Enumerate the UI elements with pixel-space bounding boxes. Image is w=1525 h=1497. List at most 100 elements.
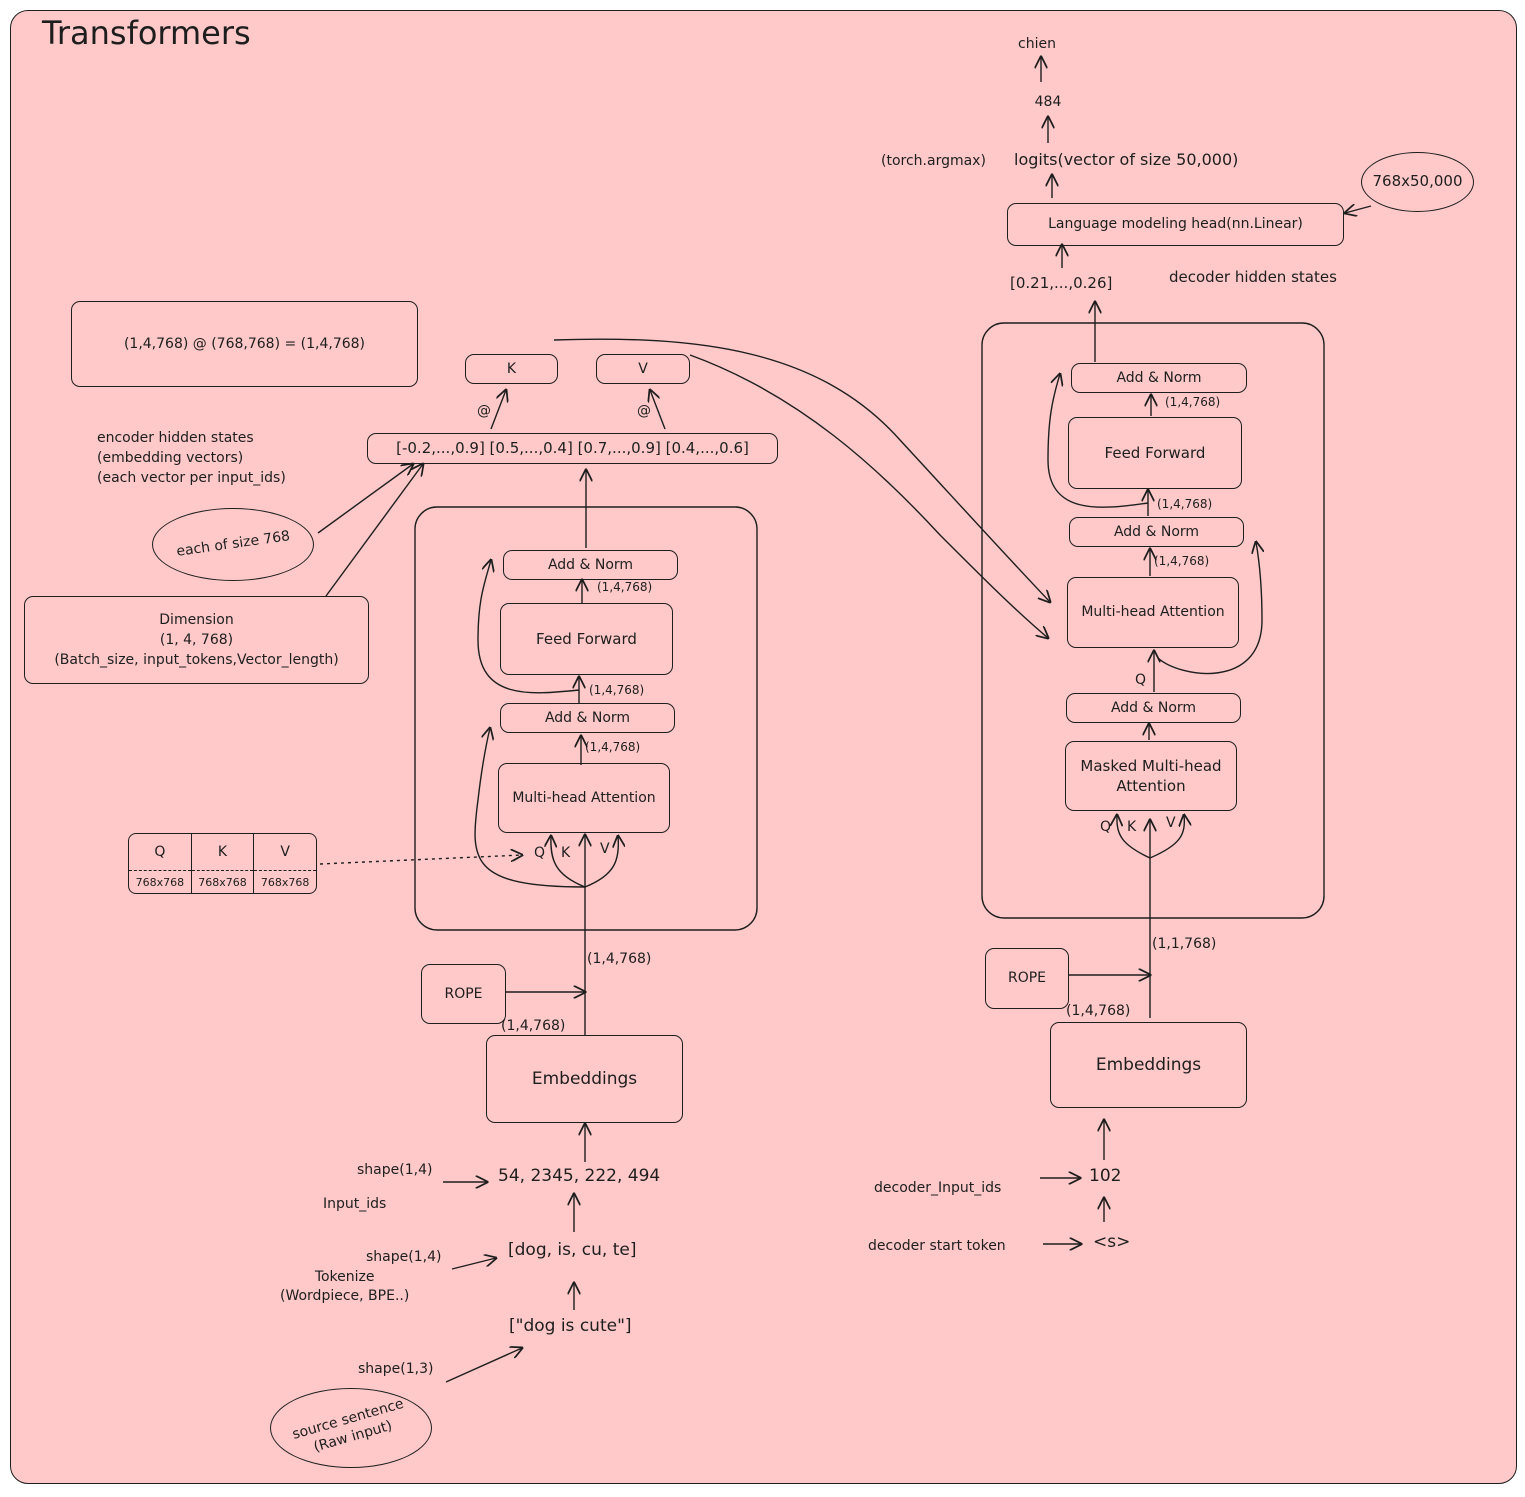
diagram-canvas [10,10,1517,1484]
encoder-q-label: Q [534,845,546,861]
decoder-add-norm-mid: Add & Norm [1069,517,1244,547]
encoder-feed-forward: Feed Forward [500,603,673,675]
matmul-v-symbol: @ [637,403,651,419]
decoder-shape-emb-out: (1,4,768) [1066,1003,1131,1019]
weights-header-v: V [254,834,317,871]
decoder-add-norm-top: Add & Norm [1071,363,1247,393]
arrow-tokens-shape [451,1258,496,1270]
key-box: K [465,354,558,384]
decoder-input-ids-label: decoder_Input_ids [874,1180,1002,1196]
encoder-shape-ff-in: (1,4,768) [589,683,645,697]
qkv-weights-table: Q 768x768 K 768x768 V 768x768 [128,833,317,894]
source-note: source sentence (Raw input) [270,1388,432,1468]
decoder-hidden-states-label: decoder hidden states [1169,268,1337,286]
decoder-shape-stack-in: (1,1,768) [1152,936,1217,952]
decoder-hidden-vector: [0.21,...,0.26] [1010,274,1113,292]
dimension-note-line-3: (Batch_size, input_tokens,Vector_length) [54,652,339,668]
dimension-note: Dimension (1, 4, 768) (Batch_size, input… [24,596,369,684]
output-word: chien [1018,36,1056,52]
value-box: V [596,354,690,384]
encoder-multi-head-attention: Multi-head Attention [498,763,670,833]
arrow-dimension-note [325,464,423,597]
weights-header-q: Q [129,834,191,871]
hidden-states-note: encoder hidden states (embedding vectors… [97,428,286,488]
encoder-v-label: V [600,841,610,857]
weights-value-v: 768x768 [260,875,310,889]
decoder-shape-mha-out: (1,4,768) [1154,554,1210,568]
weights-value-q: 768x768 [135,875,185,889]
decoder-cross-q-label: Q [1135,672,1147,688]
encoder-add-norm-bottom: Add & Norm [500,703,675,733]
tokenize-label-line-2: (Wordpiece, BPE..) [280,1288,410,1304]
weights-cell-k: K 768x768 [191,834,255,893]
decoder-rope: ROPE [985,948,1069,1009]
decoder-feed-forward: Feed Forward [1068,417,1242,489]
language-modeling-head: Language modeling head(nn.Linear) [1007,203,1344,246]
output-token-id: 484 [1034,94,1062,110]
encoder-shape-mha-out: (1,4,768) [585,740,641,754]
arrow-hidden-to-k [490,390,506,430]
dec-residual-attention [1157,542,1262,675]
decoder-shape-ff-out: (1,4,768) [1165,395,1221,409]
arrow-weight-to-lmhead [1345,206,1372,213]
decoder-embeddings: Embeddings [1050,1022,1247,1108]
hidden-states-note-line-2: (embedding vectors) [97,450,244,466]
vector-size-note-text: each of size 768 [175,528,291,561]
argmax-label: (torch.argmax) [881,153,986,169]
tokenize-label-line-1: Tokenize [314,1269,375,1285]
encoder-k-label: K [561,845,571,861]
start-token-label: decoder start token [868,1238,1006,1254]
cross-attention-v [689,354,1048,638]
decoder-masked-attention: Masked Multi-head Attention [1065,741,1237,811]
decoder-block [981,322,1325,919]
weights-header-k: K [191,834,254,871]
encoder-rope: ROPE [421,964,506,1024]
logits-label: logits(vector of size 50,000) [1014,150,1239,169]
decoder-v-label: V [1166,815,1176,831]
hidden-states-note-line-1: encoder hidden states [97,430,254,446]
weights-cell-v: V 768x768 [254,834,317,893]
dimension-note-line-2: (1, 4, 768) [159,632,234,648]
arrow-dec-v-branch [1149,815,1184,859]
decoder-add-norm-low: Add & Norm [1066,693,1241,723]
lm-head-weight: 768x50,000 [1361,152,1474,212]
source-sentence: ["dog is cute"] [509,1316,632,1336]
input-ids: 54, 2345, 222, 494 [498,1166,661,1186]
tokens-shape: shape(1,4) [366,1249,442,1265]
encoder-embeddings: Embeddings [486,1035,683,1123]
decoder-k-label: K [1127,819,1137,835]
decoder-q-label: Q [1100,819,1112,835]
dec-residual-ff [1047,374,1149,508]
tokenize-label: Tokenize (Wordpiece, BPE..) [280,1268,409,1306]
decoder-shape-ff-in: (1,4,768) [1157,497,1213,511]
weights-cell-q: Q 768x768 [129,834,192,893]
weights-value-k: 768x768 [198,875,247,889]
encoder-hidden-states-vector: [-0.2,...,0.9] [0.5,...,0.4] [0.7,...,0.… [367,433,778,464]
arrow-weights-dotted [319,855,522,865]
sentence-shape: shape(1,3) [358,1361,434,1377]
arrow-q-branch [551,836,586,888]
vector-size-note: each of size 768 [152,508,314,581]
source-note-text: source sentence (Raw input) [291,1395,411,1461]
input-ids-shape: shape(1,4) [357,1162,433,1178]
matmul-note: (1,4,768) @ (768,768) = (1,4,768) [71,301,418,387]
decoder-input-id: 102 [1089,1166,1122,1186]
arrow-hidden-to-v [650,390,666,430]
arrow-v-branch [584,836,618,888]
page-title: Transformers [42,14,251,52]
arrow-size-note [317,464,413,534]
tokens: [dog, is, cu, te] [508,1240,637,1260]
cross-attention-k [553,338,1050,602]
encoder-shape-ff-out: (1,4,768) [597,580,653,594]
start-token: <s> [1093,1232,1131,1252]
residual-attention [474,728,586,888]
encoder-shape-stack-in: (1,4,768) [587,951,652,967]
residual-ff [477,560,580,694]
decoder-multi-head-attention: Multi-head Attention [1067,577,1239,648]
dimension-note-line-1: Dimension [159,612,234,628]
input-ids-label: Input_ids [323,1196,387,1212]
arrow-dec-q-branch [1117,815,1151,859]
arrow-sentence-shape [445,1348,522,1383]
encoder-shape-emb-out: (1,4,768) [501,1018,566,1034]
